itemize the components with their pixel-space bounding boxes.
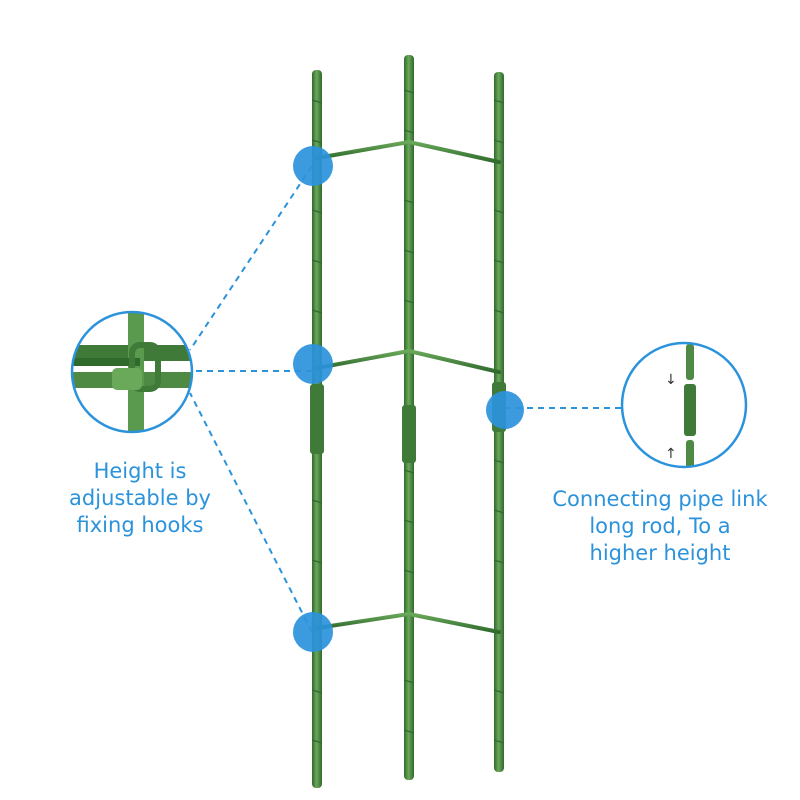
- caption-line: Height is: [93, 459, 187, 483]
- arrow-up-icon: ↑: [665, 446, 677, 462]
- stakes: [310, 55, 506, 788]
- highlight-dot-middle: [293, 344, 333, 384]
- connector-lines: [189, 165, 624, 633]
- connector-pipe-left: [310, 384, 324, 454]
- caption-line: fixing hooks: [76, 513, 204, 537]
- caption-line: long rod, To a: [589, 514, 731, 538]
- detail-circle-hook: [70, 310, 194, 434]
- support-rings: [315, 140, 501, 638]
- highlight-dot-right: [486, 391, 524, 429]
- detail-circle-pipe: ↓ ↑: [620, 341, 748, 469]
- caption-adjustable-height: Height is adjustable by fixing hooks: [40, 458, 240, 539]
- highlight-dot-bottom: [293, 612, 333, 652]
- highlight-dot-top: [293, 146, 333, 186]
- connector-pipe-center: [402, 405, 416, 463]
- support-ring-top: [315, 140, 501, 168]
- arrow-down-icon: ↓: [665, 372, 677, 388]
- caption-line: higher height: [589, 541, 731, 565]
- caption-connecting-pipe: Connecting pipe link long rod, To a high…: [530, 486, 790, 567]
- caption-line: adjustable by: [69, 486, 211, 510]
- connector-bottom: [189, 392, 313, 633]
- support-ring-bottom: [315, 612, 501, 638]
- highlight-dots: [293, 146, 524, 652]
- connector-top: [189, 165, 313, 351]
- caption-line: Connecting pipe link: [552, 487, 768, 511]
